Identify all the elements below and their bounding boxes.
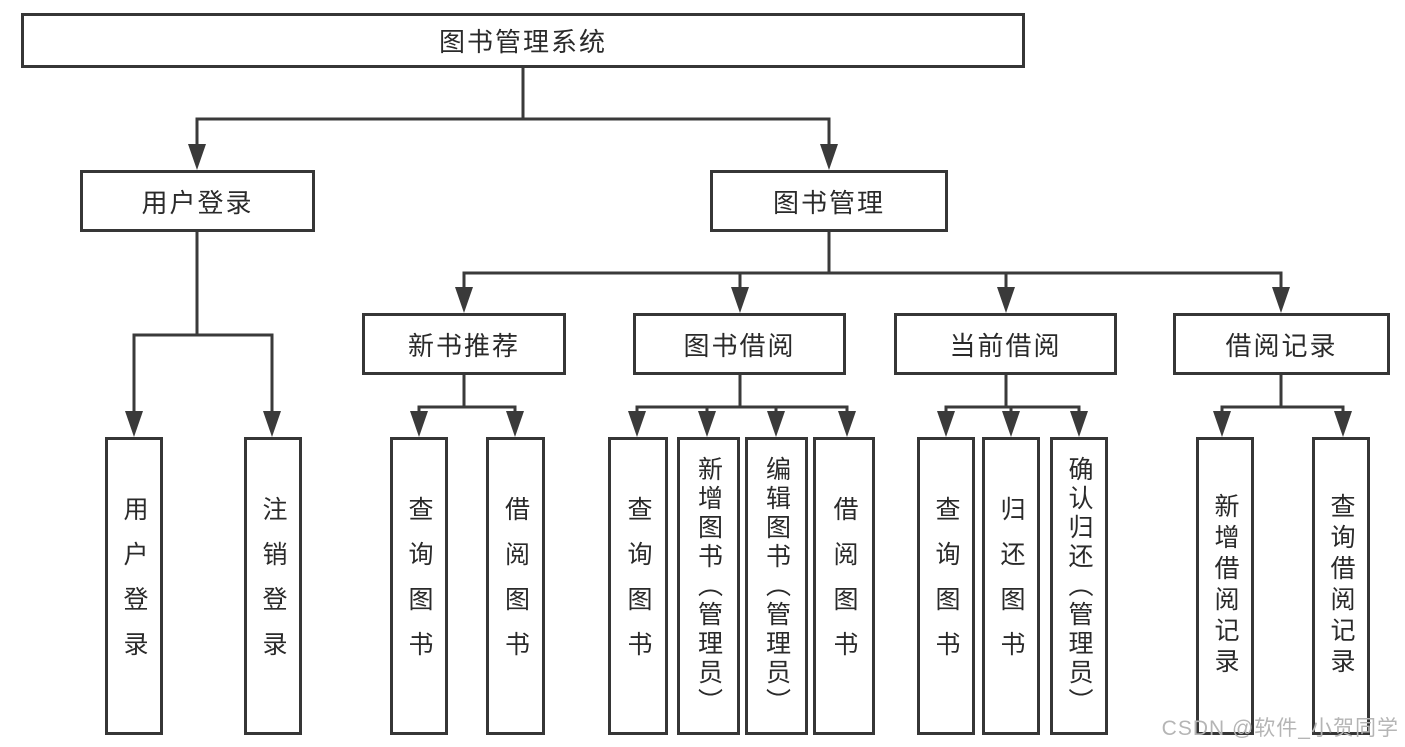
node-book-management: 图书管理 <box>710 170 948 232</box>
leaf-query-borrow-record: 查询借阅记录 <box>1312 437 1370 735</box>
node-book-borrow: 图书借阅 <box>633 313 846 375</box>
node-new-book-recommend: 新书推荐 <box>362 313 566 375</box>
leaf-add-borrow-record: 新增借阅记录 <box>1196 437 1254 735</box>
leaf-borrow-books-recommend: 借阅图书 <box>486 437 545 735</box>
leaf-logout: 注销登录 <box>244 437 302 735</box>
leaf-query-books-current: 查询图书 <box>917 437 975 735</box>
leaf-return-books: 归还图书 <box>982 437 1040 735</box>
leaf-add-books-admin: 新增图书（管理员） <box>677 437 740 735</box>
leaf-query-books-borrow: 查询图书 <box>608 437 668 735</box>
leaf-borrow-books: 借阅图书 <box>813 437 875 735</box>
node-root-library-system: 图书管理系统 <box>21 13 1025 68</box>
leaf-confirm-return-admin: 确认归还（管理员） <box>1050 437 1108 735</box>
leaf-edit-books-admin: 编辑图书（管理员） <box>745 437 808 735</box>
leaf-user-login: 用户登录 <box>105 437 163 735</box>
csdn-watermark: CSDN @软件_小贺同学 <box>1161 717 1399 740</box>
node-borrow-records: 借阅记录 <box>1173 313 1390 375</box>
leaf-query-books-recommend: 查询图书 <box>390 437 448 735</box>
node-current-borrow: 当前借阅 <box>894 313 1117 375</box>
node-user-login: 用户登录 <box>80 170 315 232</box>
